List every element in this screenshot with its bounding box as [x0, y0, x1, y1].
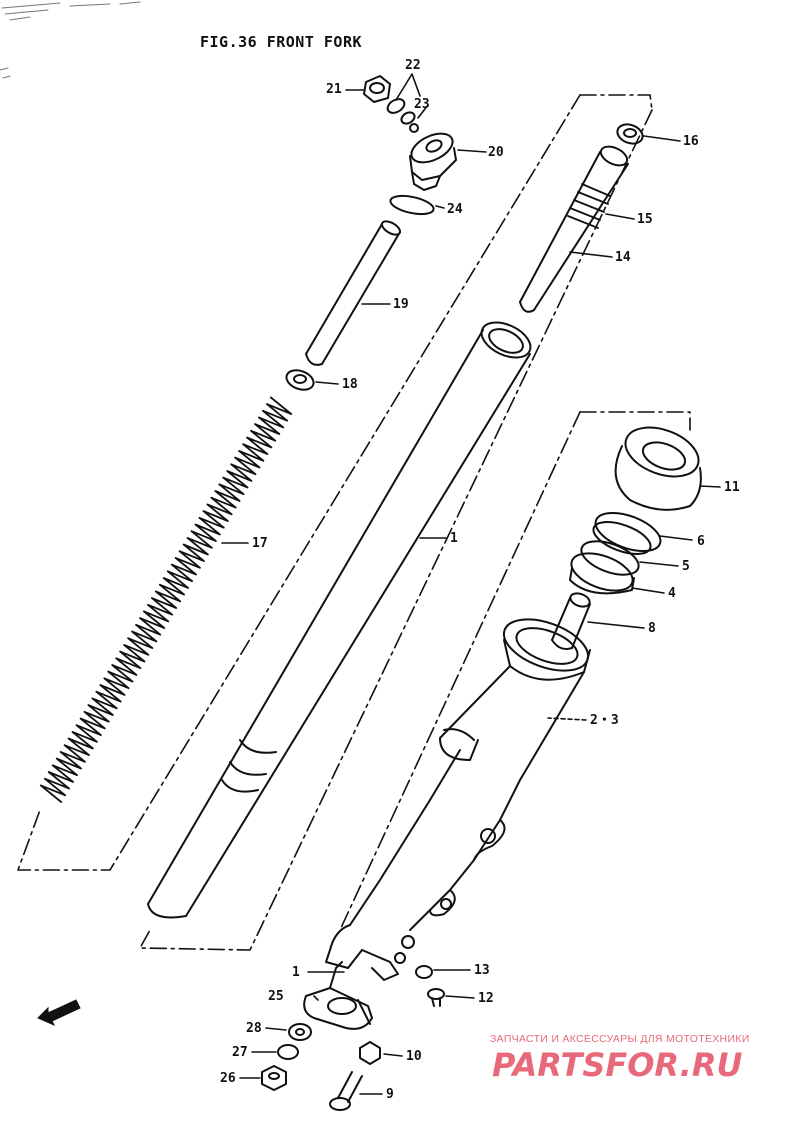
- callout-20: 20: [488, 145, 504, 160]
- callout-15: 15: [637, 212, 653, 227]
- part-28-washer: [288, 1023, 312, 1041]
- callout-16: 16: [683, 134, 699, 149]
- callout-6: 6: [697, 534, 705, 549]
- callout-26: 26: [220, 1071, 236, 1086]
- callout-23: 23: [414, 97, 430, 112]
- figure-title: FIG.36 FRONT FORK: [200, 33, 363, 51]
- callout-4: 4: [668, 586, 676, 601]
- callout-13: 13: [474, 963, 490, 978]
- part-26-nut: [261, 1065, 287, 1091]
- callout-19: 19: [393, 297, 409, 312]
- part-21-cap-nut: [363, 75, 391, 103]
- leader-lines: [221, 73, 721, 1095]
- part-14-damper-rod: [519, 145, 629, 313]
- forward-arrow-icon: [37, 999, 81, 1026]
- watermark-caption: ЗАПЧАСТИ И АКСЕССУАРЫ ДЛЯ МОТОТЕХНИКИ: [490, 1033, 750, 1045]
- part-16-ring: [616, 123, 644, 145]
- part-4-oil-seal: [569, 552, 635, 595]
- part-19-spacer: [305, 220, 402, 366]
- callout-5: 5: [682, 559, 690, 574]
- phantom-lines: [17, 94, 691, 951]
- callout-12: 12: [478, 991, 494, 1006]
- callout-22: 22: [405, 58, 421, 73]
- part-18-washer: [285, 369, 315, 391]
- callout-1-inner-tube: 1: [450, 531, 458, 546]
- callout-10: 10: [406, 1049, 422, 1064]
- part-25-axle-clamp: [303, 961, 373, 1030]
- callout-27: 27: [232, 1045, 248, 1060]
- callout-11: 11: [724, 480, 740, 495]
- part-1-inner-tube: [147, 321, 532, 919]
- part-24-o-ring: [389, 194, 435, 216]
- callout-8: 8: [648, 621, 656, 636]
- callout-18: 18: [342, 377, 358, 392]
- part-6-circlip: [592, 511, 662, 555]
- watermark-logo: PARTSFOR.RU: [492, 1046, 742, 1082]
- callout-2-3: 2・3: [590, 713, 619, 728]
- part-10-nut: [359, 1041, 381, 1065]
- callout-14: 14: [615, 250, 631, 265]
- callout-28: 28: [246, 1021, 262, 1036]
- part-27-lock-washer: [277, 1044, 299, 1060]
- callout-1-axle-bolt: 1: [292, 965, 300, 980]
- callout-17: 17: [252, 536, 268, 551]
- part-20-cap-bolt: [409, 132, 457, 191]
- part-15-rebound-spring: [567, 183, 611, 229]
- callout-25: 25: [268, 989, 284, 1004]
- callout-9: 9: [386, 1087, 394, 1102]
- part-2-3-outer-tube: [325, 618, 591, 981]
- part-5-washer: [580, 540, 640, 576]
- part-12-bolt: [427, 988, 445, 1007]
- part-8-damper-seat: [551, 592, 591, 650]
- callout-21: 21: [326, 82, 342, 97]
- part-11-dust-boot: [614, 426, 702, 511]
- scan-noise: [0, 1, 141, 79]
- part-13-nut: [415, 965, 433, 979]
- part-9-bolt: [329, 1071, 363, 1111]
- part-22-23-rings: [386, 98, 419, 133]
- callout-24: 24: [447, 202, 463, 217]
- watermark-logo-text: PARTSFOR.RU: [492, 1046, 742, 1082]
- part-17-spring: [39, 396, 293, 803]
